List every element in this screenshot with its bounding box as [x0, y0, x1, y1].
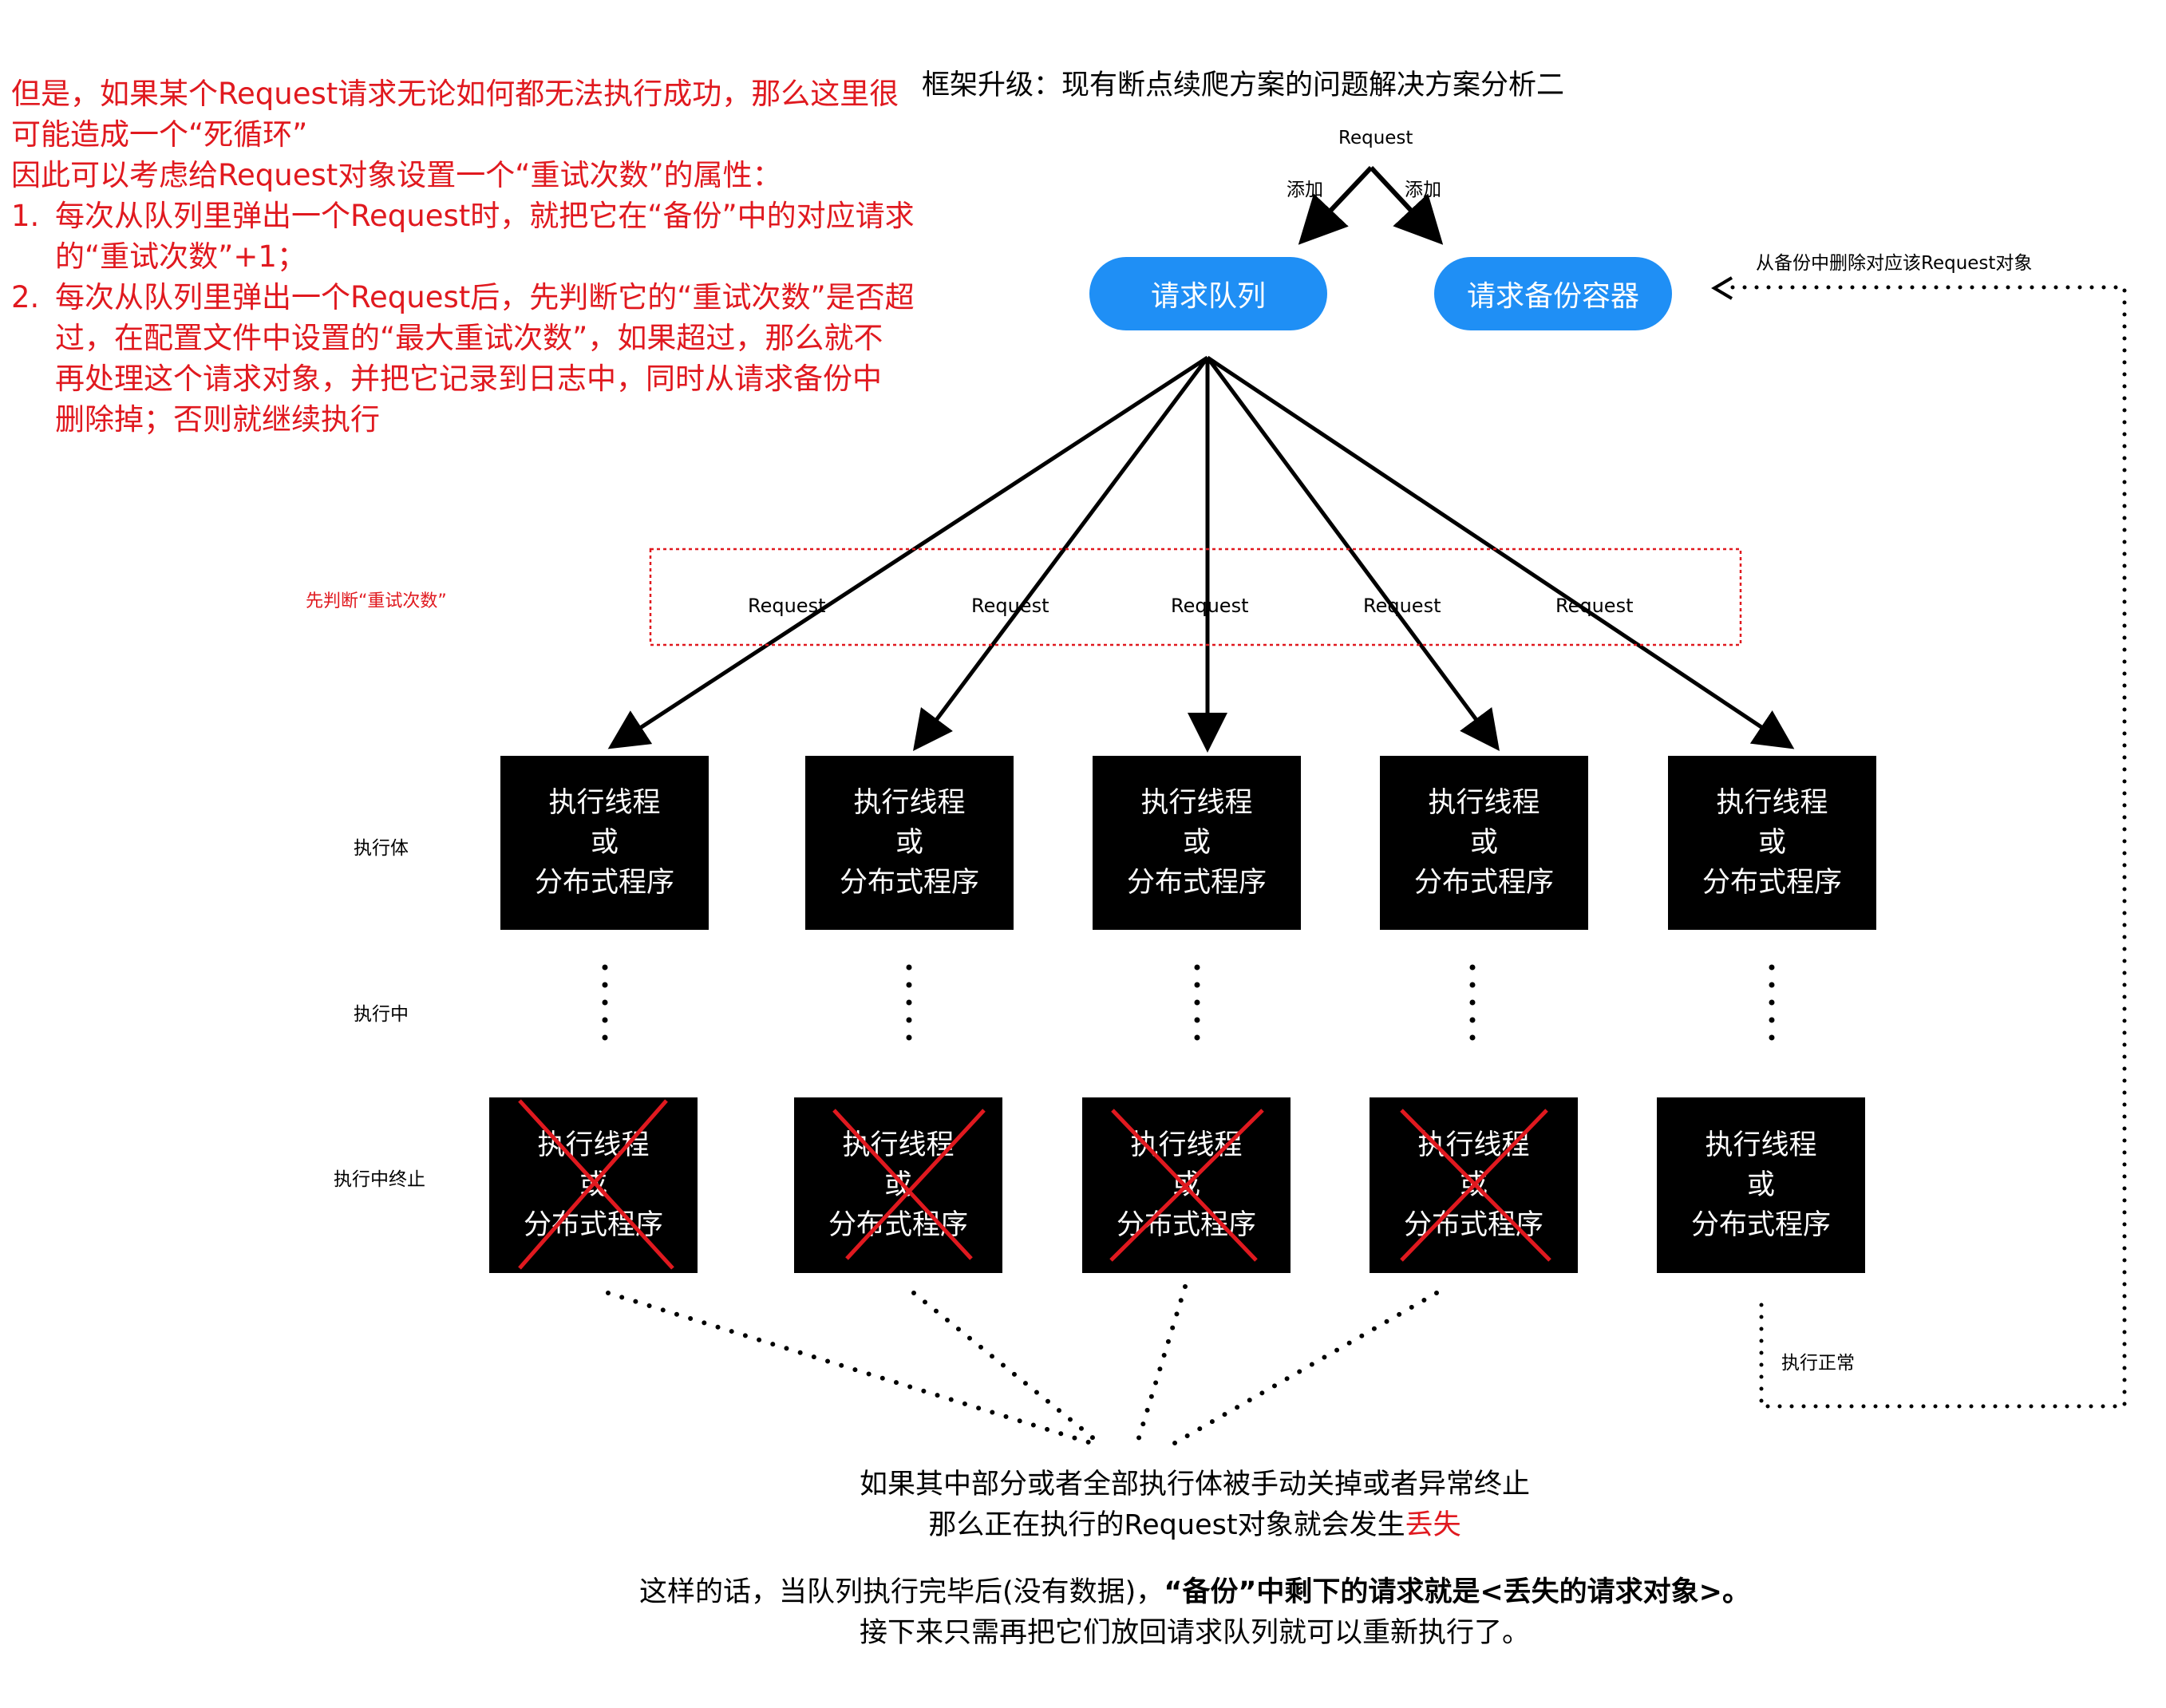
loss-line-2-prefix: 那么正在执行的Request对象就会发生 [928, 1509, 1405, 1541]
note-item-1: 1. 每次从队列里弹出一个Request时，就把它在“备份”中的对应请求 [11, 196, 915, 236]
terminated-box-text-3: 分布式程序 [1690, 1209, 1831, 1241]
executor-box-2: 执行线程 或 分布式程序 [805, 756, 1014, 930]
request-queue-node: 请求队列 [1089, 257, 1327, 330]
executor-box-1: 执行线程 或 分布式程序 [500, 756, 709, 930]
diagram-title: 框架升级：现有断点续爬方案的问题解决方案分析二 [922, 69, 1565, 101]
terminated-box-text-2: 或 [1459, 1169, 1488, 1201]
note-item-2-text-a: 每次从队列里弹出一个Request后，先判断它的“重试次数”是否超 [55, 280, 915, 314]
recovery-line-1-prefix: 这样的话，当队列执行完毕后(没有数据)， [639, 1576, 1164, 1608]
note-item-2-text-c: 再处理这个请求对象，并把它记录到日志中，同时从请求备份中 [55, 362, 882, 396]
terminated-box-5: 执行线程 或 分布式程序 [1657, 1097, 1865, 1273]
request-backup-label: 请求备份容器 [1466, 280, 1639, 313]
lane-running-label: 执行中 [354, 1004, 409, 1025]
note-item-2: 2. 每次从队列里弹出一个Request后，先判断它的“重试次数”是否超 [11, 277, 915, 318]
terminated-box-4: 执行线程 或 分布式程序 [1370, 1097, 1578, 1273]
terminated-box-text-1: 执行线程 [1130, 1129, 1243, 1161]
add-label-right: 添加 [1405, 180, 1441, 200]
executor-box-4: 执行线程 或 分布式程序 [1380, 756, 1588, 930]
recovery-line-1: 这样的话，当队列执行完毕后(没有数据)，“备份”中剩下的请求就是<丢失的请求对象… [604, 1572, 1785, 1613]
recovery-explanation: 这样的话，当队列执行完毕后(没有数据)，“备份”中剩下的请求就是<丢失的请求对象… [604, 1572, 1785, 1654]
executor-box-text-3: 分布式程序 [1702, 867, 1842, 899]
loss-line-2: 那么正在执行的Request对象就会发生丢失 [764, 1505, 1626, 1546]
note-line-2: 可能造成一个“死循环” [11, 117, 308, 152]
queue-to-executor-4 [1205, 356, 1500, 752]
top-request-label: Request [1338, 128, 1413, 148]
terminated-box-3: 执行线程 或 分布式程序 [1082, 1097, 1291, 1273]
add-to-queue-arrow [1298, 165, 1374, 245]
loss-line-2-red: 丢失 [1405, 1509, 1461, 1541]
retry-note: 但是，如果某个Request请求无论如何都无法执行成功，那么这里很 可能造成一个… [11, 73, 915, 440]
note-item-1-text-b: 的“重试次数”+1； [55, 239, 306, 274]
recovery-line-1-bold: “备份”中剩下的请求就是<丢失的请求对象>。 [1164, 1576, 1750, 1608]
request-queue-label: 请求队列 [1150, 280, 1266, 313]
terminated-box-text-3: 分布式程序 [523, 1209, 663, 1241]
terminated-box-text-1: 执行线程 [1705, 1129, 1817, 1161]
request-label-4: Request [1363, 595, 1441, 617]
executor-box-text-3: 分布式程序 [534, 867, 674, 899]
executor-box-text-3: 分布式程序 [1126, 867, 1267, 899]
note-item-1-number: 1. [11, 199, 40, 233]
request-label-3: Request [1171, 595, 1249, 617]
executor-box-5: 执行线程 或 分布式程序 [1668, 756, 1876, 930]
retry-check-region [649, 548, 1742, 646]
terminated-box-text-1: 执行线程 [1417, 1129, 1530, 1161]
request-label-5: Request [1555, 595, 1634, 617]
terminated-box-text-2: 或 [579, 1169, 607, 1201]
executor-box-text-1: 执行线程 [1428, 787, 1540, 819]
executor-box-text-2: 或 [1757, 827, 1786, 859]
feedback-arrowhead [1711, 276, 1733, 300]
recovery-line-2: 接下来只需再把它们放回请求队列就可以重新执行了。 [859, 1617, 1530, 1649]
terminated-box-2: 执行线程 或 分布式程序 [794, 1097, 1002, 1273]
queue-to-executor-1 [607, 355, 1209, 749]
executor-box-3: 执行线程 或 分布式程序 [1093, 756, 1301, 930]
add-to-backup-arrow [1369, 165, 1444, 245]
loss-line-1: 如果其中部分或者全部执行体被手动关掉或者异常终止 [859, 1469, 1530, 1500]
terminated-box-text-2: 或 [883, 1169, 912, 1201]
executor-box-text-2: 或 [590, 827, 619, 859]
normal-execution-label: 执行正常 [1781, 1353, 1855, 1374]
add-label-left: 添加 [1287, 180, 1323, 200]
loss-dots-1 [606, 1291, 1104, 1449]
terminated-box-text-3: 分布式程序 [828, 1209, 968, 1241]
loss-dots-4 [1172, 1291, 1439, 1445]
note-line-3: 因此可以考虑给Request对象设置一个“重试次数”的属性： [11, 158, 782, 192]
lane-executor-label: 执行体 [354, 838, 409, 859]
note-item-2-text-b: 过，在配置文件中设置的“最大重试次数”，如果超过，那么就不 [55, 321, 883, 355]
terminated-box-text-2: 或 [1172, 1169, 1200, 1201]
executor-box-text-1: 执行线程 [1140, 787, 1253, 819]
note-item-1-text-a: 每次从队列里弹出一个Request时，就把它在“备份”中的对应请求 [55, 199, 915, 233]
terminated-box-text-2: 或 [1746, 1169, 1775, 1201]
executor-box-text-1: 执行线程 [1716, 787, 1828, 819]
executor-box-text-3: 分布式程序 [839, 867, 979, 899]
terminated-box-text-3: 分布式程序 [1403, 1209, 1543, 1241]
terminated-box-text-1: 执行线程 [842, 1129, 955, 1161]
executor-box-text-2: 或 [895, 827, 923, 859]
executor-box-text-1: 执行线程 [548, 787, 661, 819]
terminated-box-text-3: 分布式程序 [1116, 1209, 1256, 1241]
retry-check-label: 先判断“重试次数” [306, 591, 447, 611]
delete-from-backup-label: 从备份中删除对应该Request对象 [1756, 253, 2033, 274]
note-item-2-number: 2. [11, 280, 40, 314]
loss-explanation: 如果其中部分或者全部执行体被手动关掉或者异常终止 那么正在执行的Request对… [764, 1465, 1626, 1546]
request-label-1: Request [748, 595, 826, 617]
queue-to-executor-2 [913, 356, 1210, 752]
executor-box-text-2: 或 [1469, 827, 1498, 859]
note-line-1: 但是，如果某个Request请求无论如何都无法执行成功，那么这里很 [11, 77, 899, 111]
request-backup-node: 请求备份容器 [1434, 257, 1672, 330]
executor-box-text-2: 或 [1182, 827, 1211, 859]
loss-dots-2 [911, 1291, 1104, 1447]
note-item-2-text-d: 删除掉；否则就继续执行 [55, 402, 380, 437]
terminated-box-text-1: 执行线程 [537, 1129, 650, 1161]
executor-box-text-1: 执行线程 [853, 787, 966, 819]
request-label-2: Request [971, 595, 1049, 617]
executor-box-text-3: 分布式程序 [1413, 867, 1554, 899]
lane-terminated-label: 执行中终止 [334, 1169, 425, 1190]
terminated-box-1: 执行线程 或 分布式程序 [489, 1097, 698, 1273]
loss-dots-3 [1135, 1284, 1188, 1445]
queue-to-executor-5 [1206, 355, 1795, 749]
